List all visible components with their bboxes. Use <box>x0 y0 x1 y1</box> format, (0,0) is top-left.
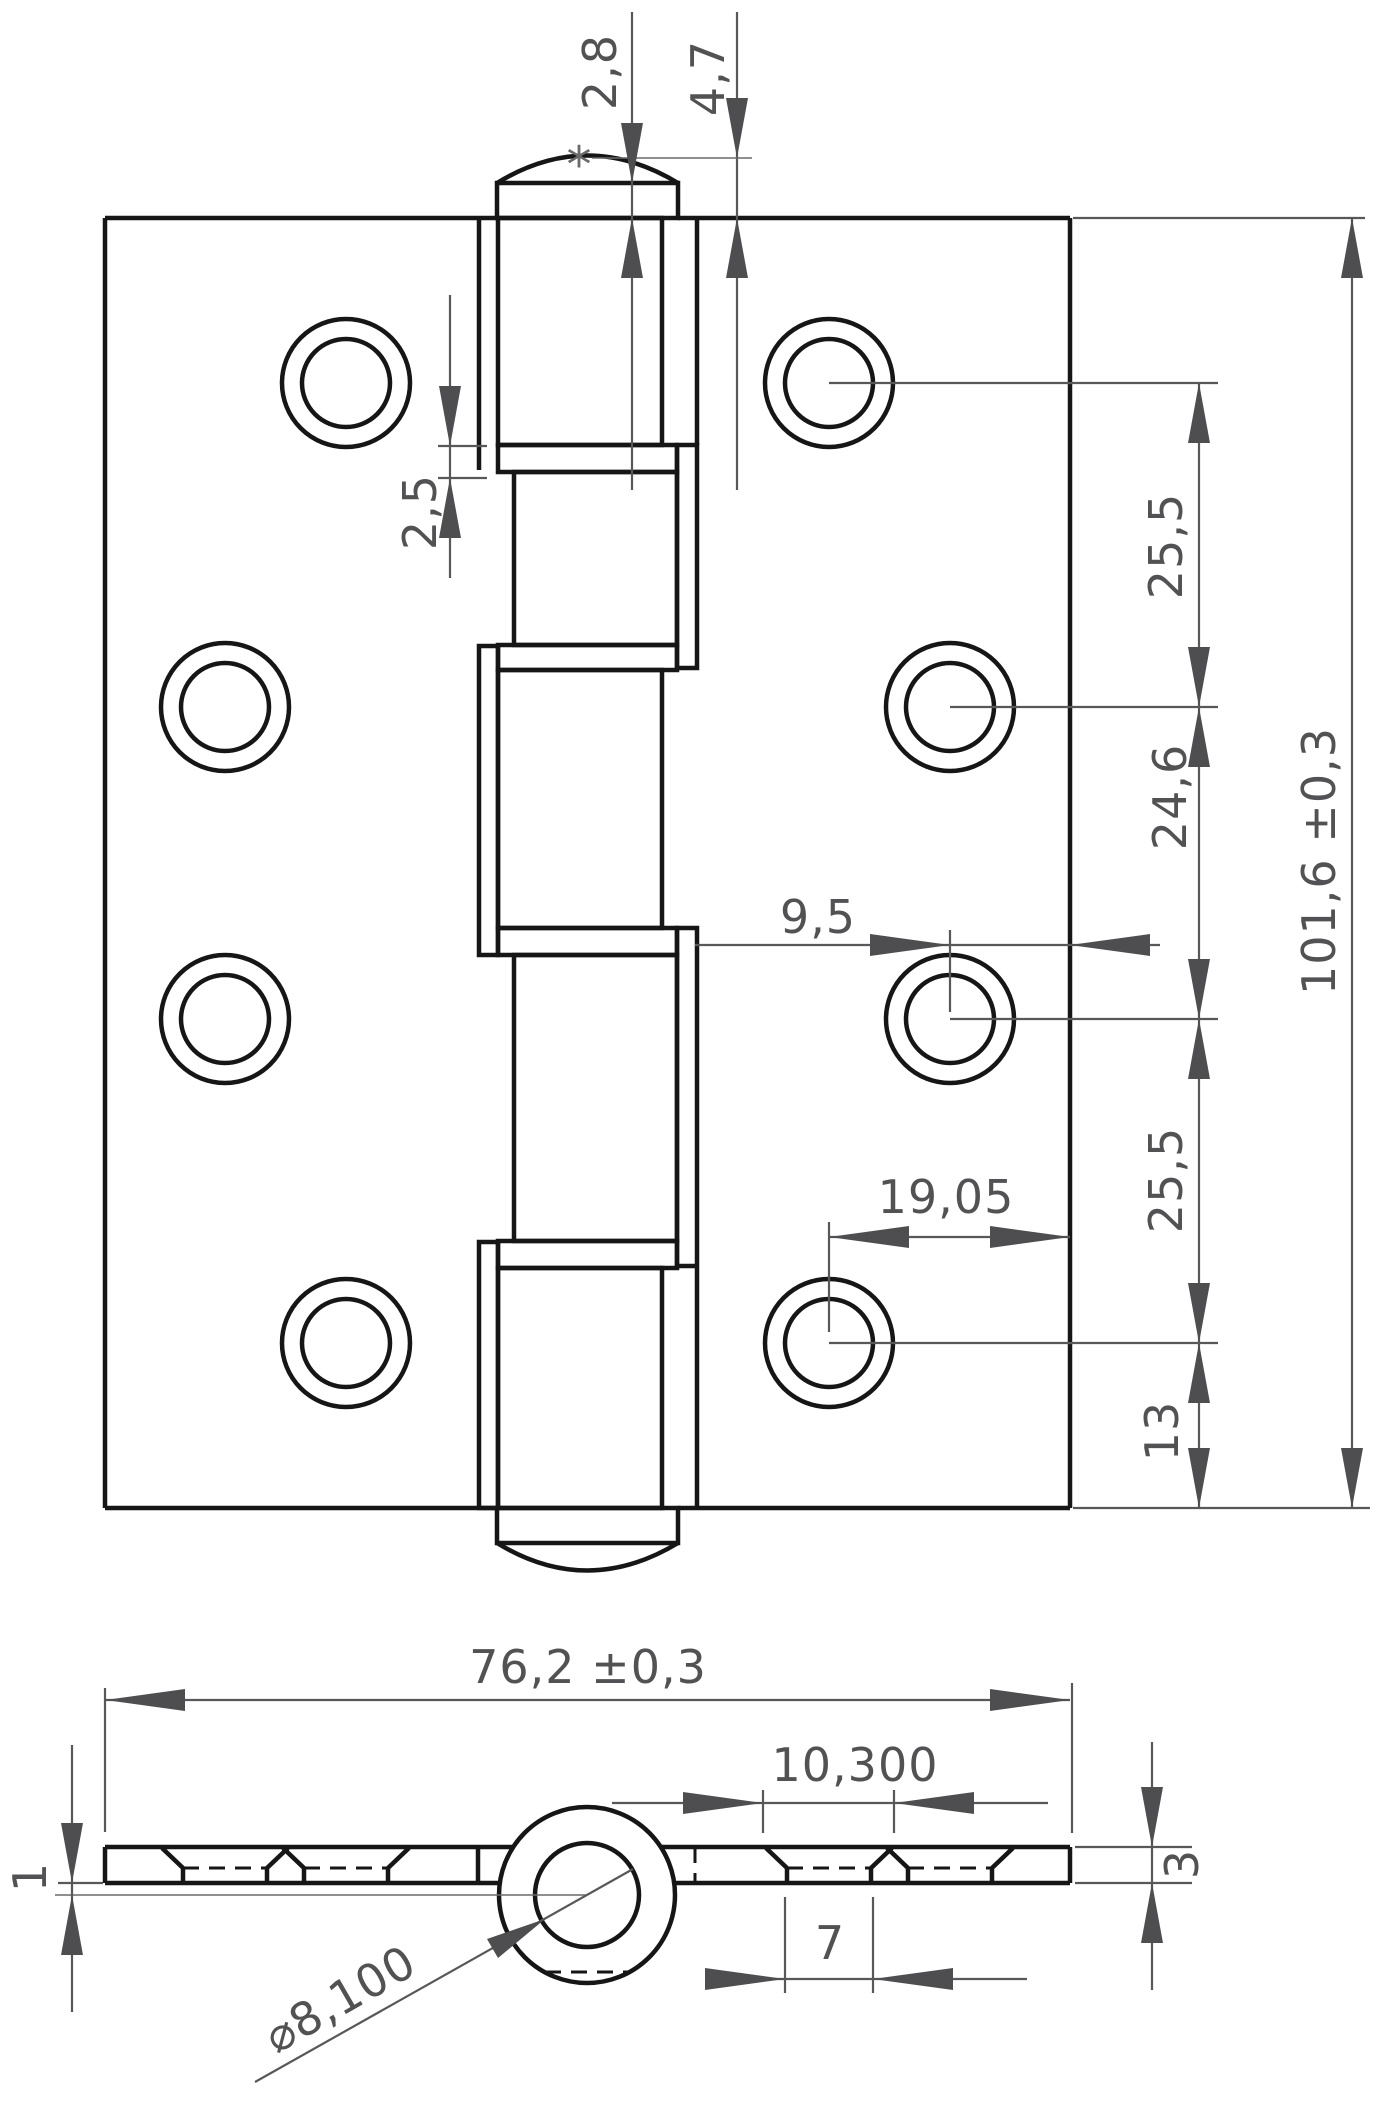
dim-axis-offset: 1 <box>3 1862 57 1892</box>
dim-pin-bore-diameter: ⌀8,100 <box>255 1934 425 2063</box>
dim-hole-pitch-lower: 25,5 <box>1139 1127 1193 1233</box>
dim-pin-cap-height: 2,8 <box>573 34 627 110</box>
dim-leaf-thickness: 3 <box>1155 1849 1209 1879</box>
dim-hole-width: 7 <box>815 1916 845 1970</box>
hinge-leaf-outline <box>102 215 1073 1511</box>
knuckle-column <box>476 215 700 1511</box>
pin-dome-top <box>495 153 680 185</box>
hinge-pin <box>494 153 681 1573</box>
dim-hole-pitch-middle: 24,6 <box>1143 744 1197 850</box>
dome-note-asterisk: * <box>567 136 592 194</box>
side-view: 76,2 ±0,3 10,300 3 7 <box>3 1640 1209 2083</box>
dim-knuckle-gap: 2,5 <box>393 474 447 550</box>
screw-hole <box>279 1276 413 1410</box>
pin-dome-bottom <box>495 1541 680 1573</box>
screw-hole <box>158 640 292 774</box>
dim-hole-inset-right: 9,5 <box>780 890 856 944</box>
screw-hole <box>158 952 292 1086</box>
dim-hole-edge-distance: 13 <box>1135 1401 1189 1462</box>
dim-overall-width: 76,2 ±0,3 <box>469 1640 707 1694</box>
dim-countersink-width: 10,300 <box>772 1738 939 1792</box>
pin-cap-bottom <box>494 1505 681 1546</box>
screw-hole <box>279 316 413 450</box>
dim-pin-protrusion: 4,7 <box>681 40 735 116</box>
front-view-dimensions: 2,8 4,7 * 2,5 <box>393 12 1370 1510</box>
dim-hole-pitch-top: 25,5 <box>1139 493 1193 599</box>
front-view: 2,8 4,7 * 2,5 <box>102 12 1370 1573</box>
bore-leader-line <box>254 1868 634 2083</box>
countersink-hole-profiles <box>160 1846 1015 1883</box>
dim-hole-inset-corner: 19,05 <box>878 1170 1015 1224</box>
dim-overall-height: 101,6 ±0,3 <box>1292 727 1346 995</box>
